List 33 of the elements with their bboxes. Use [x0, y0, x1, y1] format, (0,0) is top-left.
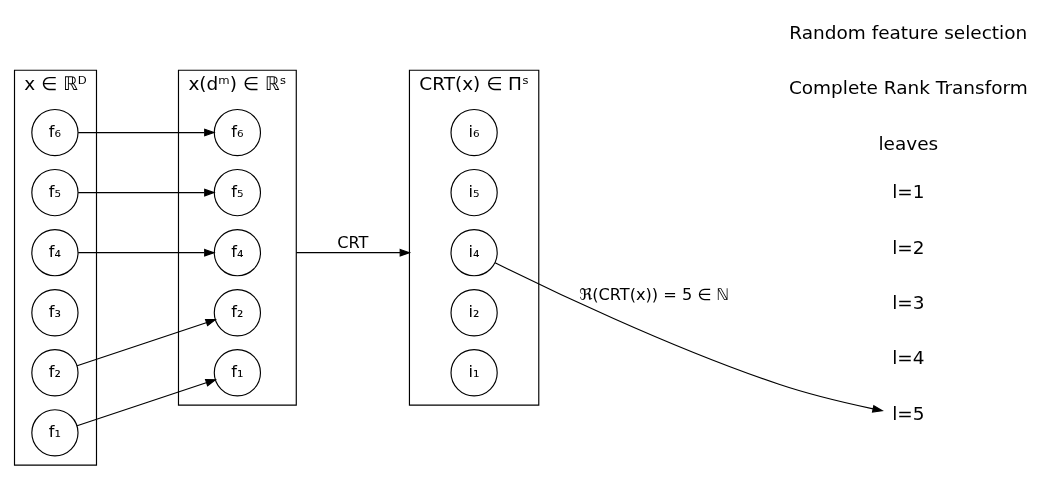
node-circle: f₁ [31, 409, 79, 457]
node-text: l=1 [892, 181, 925, 203]
node-circle: f₁ [213, 349, 262, 397]
label: Random feature selection [789, 21, 1028, 43]
node-text: l=5 [892, 402, 925, 424]
node-circle: f₆ [31, 108, 79, 157]
arrow [494, 262, 884, 413]
node-text: l=2 [892, 236, 925, 258]
arrow [295, 248, 412, 257]
node-circle: i₄ [450, 229, 498, 277]
node-circle: i₂ [450, 289, 498, 337]
label: leaves [878, 132, 939, 154]
node-circle: i₁ [450, 349, 498, 397]
node-circle: i₆ [450, 108, 498, 157]
node-circle: f₅ [31, 168, 79, 217]
node-circle: f₂ [213, 289, 262, 337]
arrow [77, 188, 216, 197]
node-text: l=4 [892, 347, 925, 369]
label: Complete Rank Transform [788, 77, 1028, 99]
node-circle: f₄ [213, 229, 262, 277]
arrow [76, 318, 217, 367]
arrow [77, 248, 216, 257]
node-circle: f₆ [213, 108, 262, 157]
node-circle: f₄ [31, 229, 79, 277]
node-circle: f₅ [213, 168, 262, 217]
node-circle: f₃ [31, 289, 79, 337]
arrow [77, 128, 216, 137]
edge-label: CRT [337, 233, 369, 253]
edge-label: ℜ(CRT(x)) = 5 ∈ ℕ [579, 285, 730, 305]
arrow [76, 379, 217, 427]
node-circle: i₅ [450, 168, 498, 217]
node-circle: f₂ [31, 349, 79, 397]
node-text: l=3 [892, 292, 925, 314]
